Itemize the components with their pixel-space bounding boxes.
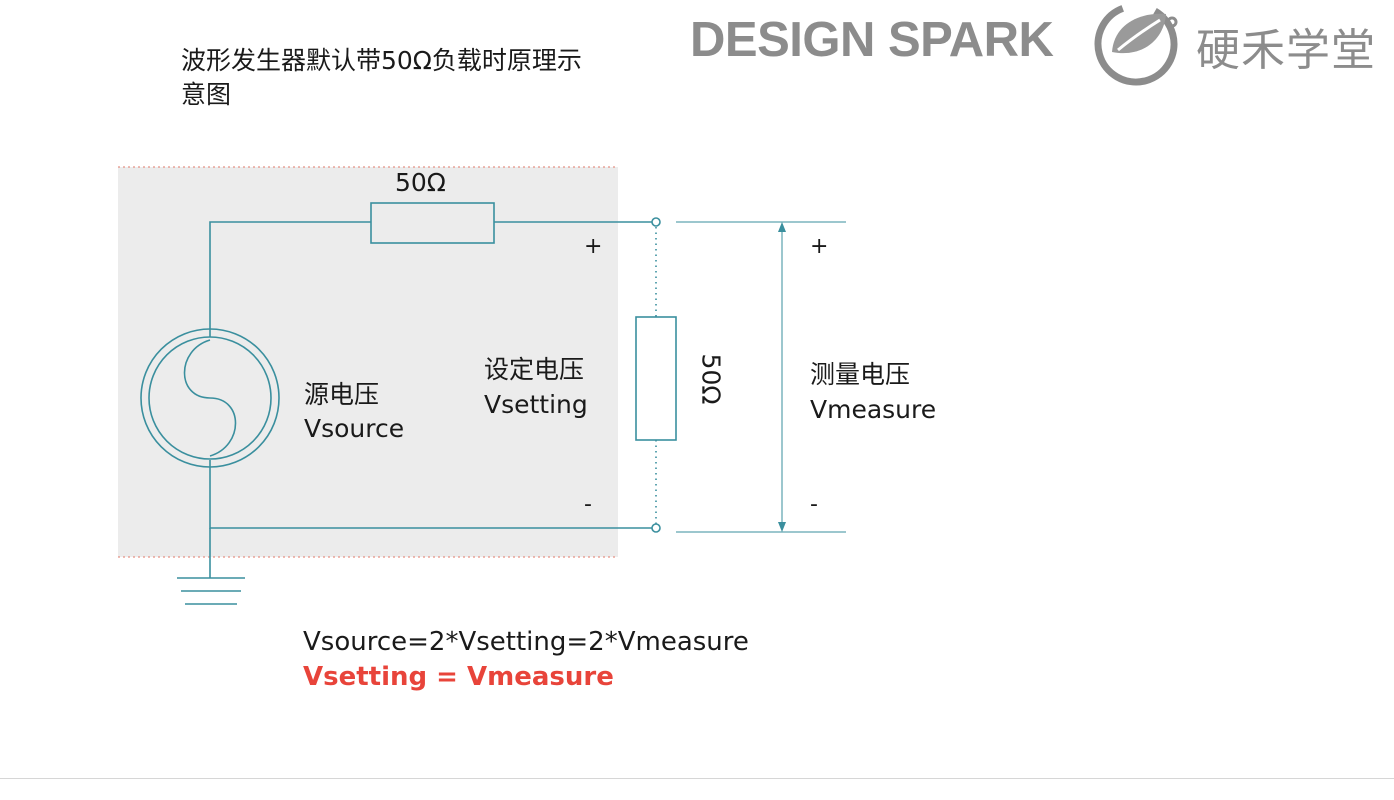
terminal-top: [651, 217, 661, 227]
terminal-bottom: [651, 523, 661, 533]
slide-title: 波形发生器默认带50Ω负载时原理示意图: [181, 46, 582, 109]
setting-label-cn: 设定电压: [484, 355, 585, 384]
source-label-en: Vsource: [304, 414, 405, 443]
designspark-logo: DESIGN SPARK: [690, 13, 1054, 67]
sine-wave-icon: [183, 339, 237, 457]
setting-minus-sign: -: [584, 492, 592, 517]
source-box: [118, 167, 618, 557]
measure-minus-sign: -: [810, 492, 818, 517]
measure-plus-sign: +: [810, 234, 829, 259]
setting-plus-sign: +: [584, 234, 603, 259]
series-resistor-label: 50Ω: [395, 168, 446, 197]
equation-line-1: Vsource=2*Vsetting=2*Vmeasure: [303, 627, 749, 657]
measure-label-cn: 测量电压: [810, 360, 911, 389]
ac-source-outer: [140, 328, 280, 468]
bottom-divider: [0, 778, 1394, 779]
top-wire: [209, 221, 371, 337]
measure-arrow-down-icon: [778, 522, 786, 532]
source-label-cn: 源电压: [304, 380, 380, 409]
leaf-logo-icon: [1094, 2, 1178, 86]
equation-line-2: Vsetting = Vmeasure: [303, 662, 614, 692]
load-resistor-label: 50Ω: [696, 353, 726, 405]
measure-label-en: Vmeasure: [810, 395, 937, 424]
load-resistor: [635, 316, 677, 441]
series-resistor: [370, 202, 495, 244]
measure-arrow-up-icon: [778, 222, 786, 232]
yinghe-logo-text: 硬禾学堂: [1196, 25, 1376, 76]
setting-label-en: Vsetting: [484, 390, 588, 419]
ac-source-inner: [148, 336, 272, 460]
